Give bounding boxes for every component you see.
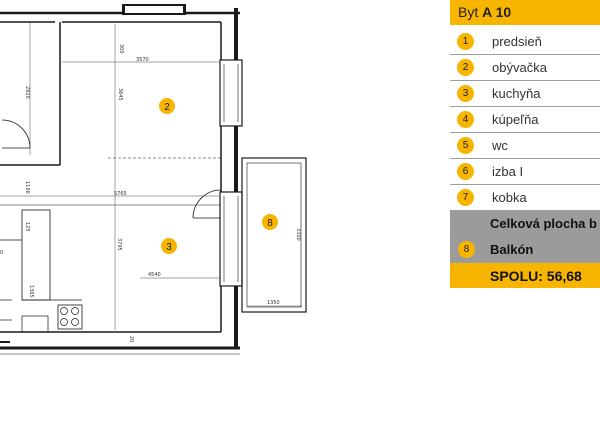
legend-row-4: 4 kúpeľňa xyxy=(450,107,600,133)
legend-label-3: kuchyňa xyxy=(492,86,541,101)
room-legend: Byt A 10 1 predsieň 2 obývačka 3 kuchyňa… xyxy=(450,0,600,288)
legend-balcony-label: Balkón xyxy=(490,242,534,257)
legend-label-7: kobka xyxy=(492,190,527,205)
dim-3795: 3795 xyxy=(116,238,122,251)
legend-label-4: kúpeľňa xyxy=(492,112,539,127)
dim-0: 0 xyxy=(0,250,3,256)
legend-num-2: 2 xyxy=(457,59,474,76)
legend-row-5: 5 wc xyxy=(450,133,600,159)
legend-total-area-row: Celková plocha b xyxy=(450,211,600,237)
legend-num-7: 7 xyxy=(457,189,474,206)
legend-row-1: 1 predsieň xyxy=(450,29,600,55)
legend-num-8: 8 xyxy=(458,241,475,258)
room-badge-3-label: 3 xyxy=(166,242,172,253)
legend-label-5: wc xyxy=(492,138,508,153)
dim-125: 125 xyxy=(24,222,30,232)
room-badge-8-label: 8 xyxy=(267,218,273,229)
dim-4540: 4540 xyxy=(148,272,161,278)
legend-row-2: 2 obývačka xyxy=(450,55,600,81)
room-badge-2-label: 2 xyxy=(164,102,170,113)
legend-num-6: 6 xyxy=(457,163,474,180)
dim-1100: 1100 xyxy=(24,181,30,194)
legend-balcony-row: 8 Balkón xyxy=(450,237,600,263)
dim-1350: 1350 xyxy=(267,300,280,306)
legend-title-prefix: Byt xyxy=(458,4,479,20)
legend-unit-name: A 10 xyxy=(482,4,512,20)
dim-300: 300 xyxy=(118,44,124,54)
legend-num-5: 5 xyxy=(457,137,474,154)
room-badge-2: 2 xyxy=(159,98,175,114)
legend-total-area-label: Celková plocha b xyxy=(490,216,597,231)
legend-row-3: 3 kuchyňa xyxy=(450,81,600,107)
dim-20: 20 xyxy=(128,336,134,342)
legend-grand-total-row: SPOLU: 56,68 xyxy=(450,263,600,288)
legend-row-7: 7 kobka xyxy=(450,185,600,211)
legend-num-3: 3 xyxy=(457,85,474,102)
dim-5765: 5765 xyxy=(114,191,127,197)
dim-2920: 2920 xyxy=(24,86,30,99)
dim-3645: 3645 xyxy=(117,88,123,101)
legend-num-4: 4 xyxy=(457,111,474,128)
legend-title: Byt A 10 xyxy=(450,0,600,25)
room-badge-3: 3 xyxy=(161,238,177,254)
dim-3570: 3570 xyxy=(136,57,149,63)
room-badge-8: 8 xyxy=(262,214,278,230)
dim-3300: 3300 xyxy=(295,228,301,241)
legend-label-1: predsieň xyxy=(492,34,542,49)
dim-1365: 1365 xyxy=(28,285,34,298)
legend-label-2: obývačka xyxy=(492,60,547,75)
legend-num-1: 1 xyxy=(457,33,474,50)
legend-row-6: 6 izba I xyxy=(450,159,600,185)
legend-label-6: izba I xyxy=(492,164,524,179)
legend-grand-total: SPOLU: 56,68 xyxy=(490,268,582,284)
